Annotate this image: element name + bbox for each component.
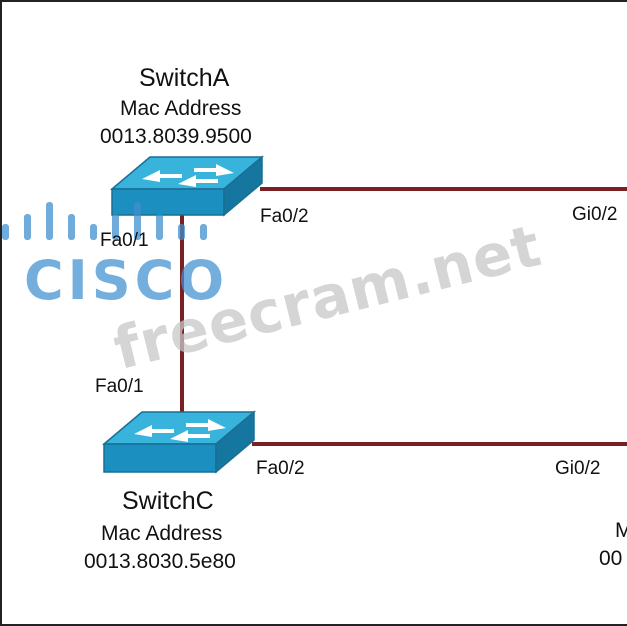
switch-c-icon[interactable]	[101, 410, 257, 474]
cut-off-mac-value: 00	[599, 547, 623, 570]
switch-a-name: SwitchA	[139, 64, 230, 92]
switch-a-mac-label: Mac Address	[120, 97, 242, 120]
switch-c-mac-value: 0013.8030.5e80	[84, 550, 236, 573]
switch-arrows-icon	[134, 419, 226, 442]
switch-a-port-fa02: Fa0/2	[260, 206, 309, 227]
switch-c-name: SwitchC	[122, 487, 214, 515]
cut-off-mac-label: M	[615, 520, 627, 541]
cisco-logo-text: CISCO	[24, 249, 229, 312]
switch-c-port-fa01: Fa0/1	[95, 376, 144, 397]
switch-arrows-icon	[142, 164, 234, 187]
cisco-logo-watermark	[2, 202, 207, 240]
switch-a-port-fa01: Fa0/1	[100, 230, 149, 251]
switch-c-mac-label: Mac Address	[101, 522, 223, 545]
switch-a-icon[interactable]	[109, 155, 265, 217]
switch-b-port-gi02-top: Gi0/2	[572, 204, 618, 225]
switch-a-mac-value: 0013.8039.9500	[100, 125, 252, 148]
switch-b-port-gi02-bottom: Gi0/2	[555, 458, 601, 479]
switch-c-port-fa02: Fa0/2	[256, 458, 305, 479]
